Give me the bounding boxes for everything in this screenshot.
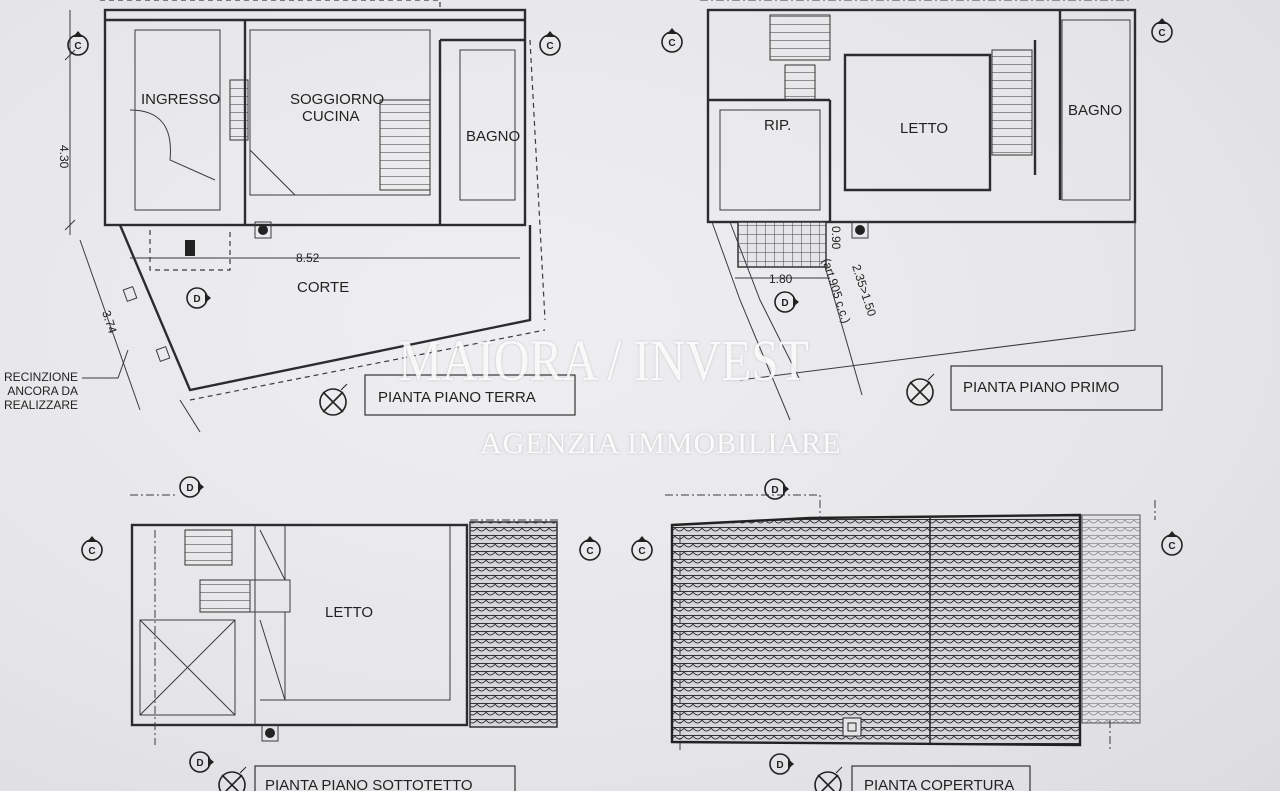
room-label-bagno: BAGNO (1068, 102, 1122, 119)
section-marker-c: C (546, 41, 553, 52)
section-marker-c: C (1168, 541, 1175, 552)
north-arrow-icon (906, 373, 935, 406)
dimension-terrace-width: 1.80 (769, 272, 793, 286)
section-marker-c: C (586, 546, 593, 557)
room-label-ingresso: INGRESSO (141, 91, 220, 108)
plan-title-ground: PIANTA PIANO TERRA (378, 389, 536, 406)
room-label-soggiorno: SOGGIORNO (290, 91, 384, 108)
room-label-rip: RIP. (764, 117, 791, 134)
plan-title-attic: PIANTA PIANO SOTTOTETTO (265, 777, 473, 791)
room-label-cucina: CUCINA (302, 108, 360, 125)
plan-title-first: PIANTA PIANO PRIMO (963, 379, 1119, 396)
section-marker-c: C (88, 546, 95, 557)
plan-attic: LETTO C C D D PIANTA PIANO SOTTOTETTO (81, 476, 601, 791)
north-arrow-icon (814, 766, 843, 791)
watermark-brand: MAIORA / INVEST (398, 328, 809, 393)
north-arrow-icon (218, 766, 247, 791)
section-marker-c: C (74, 41, 81, 52)
dimension-court-side: 3.74 (99, 309, 120, 336)
section-marker-d: D (776, 760, 783, 771)
dimension-depth: 4.30 (57, 145, 71, 169)
plan-roof: C C D D PIANTA COPERTURA (631, 478, 1183, 791)
section-marker-d: D (781, 298, 788, 309)
section-marker-c: C (1158, 28, 1165, 39)
section-marker-d: D (771, 485, 778, 496)
section-marker-c: C (668, 38, 675, 49)
room-label-corte: CORTE (297, 279, 349, 296)
plan-ground-floor: INGRESSO SOGGIORNO CUCINA BAGNO CORTE 8.… (4, 0, 576, 433)
room-label-letto: LETTO (900, 120, 948, 137)
dimension-width: 8.52 (296, 251, 320, 265)
north-arrow-icon (319, 383, 348, 416)
section-marker-d: D (186, 483, 193, 494)
fence-note-line1: RECINZIONE (4, 370, 78, 384)
plan-title-roof: PIANTA COPERTURA (864, 777, 1014, 791)
dimension-terrace-depth: 0.90 (829, 226, 843, 250)
dimension-distance: 2.35>1.50 (849, 263, 879, 319)
section-marker-d: D (196, 758, 203, 769)
section-marker-c: C (638, 546, 645, 557)
dimension-article: (art.905 c.c.) (819, 257, 853, 325)
room-label-letto: LETTO (325, 604, 373, 621)
section-marker-d: D (193, 294, 200, 305)
watermark-subtitle: AGENZIA IMMOBILIARE (480, 427, 842, 460)
room-label-bagno: BAGNO (466, 128, 520, 145)
fence-note-line3: REALIZZARE (4, 398, 78, 412)
fence-note-line2: ANCORA DA (7, 384, 78, 398)
